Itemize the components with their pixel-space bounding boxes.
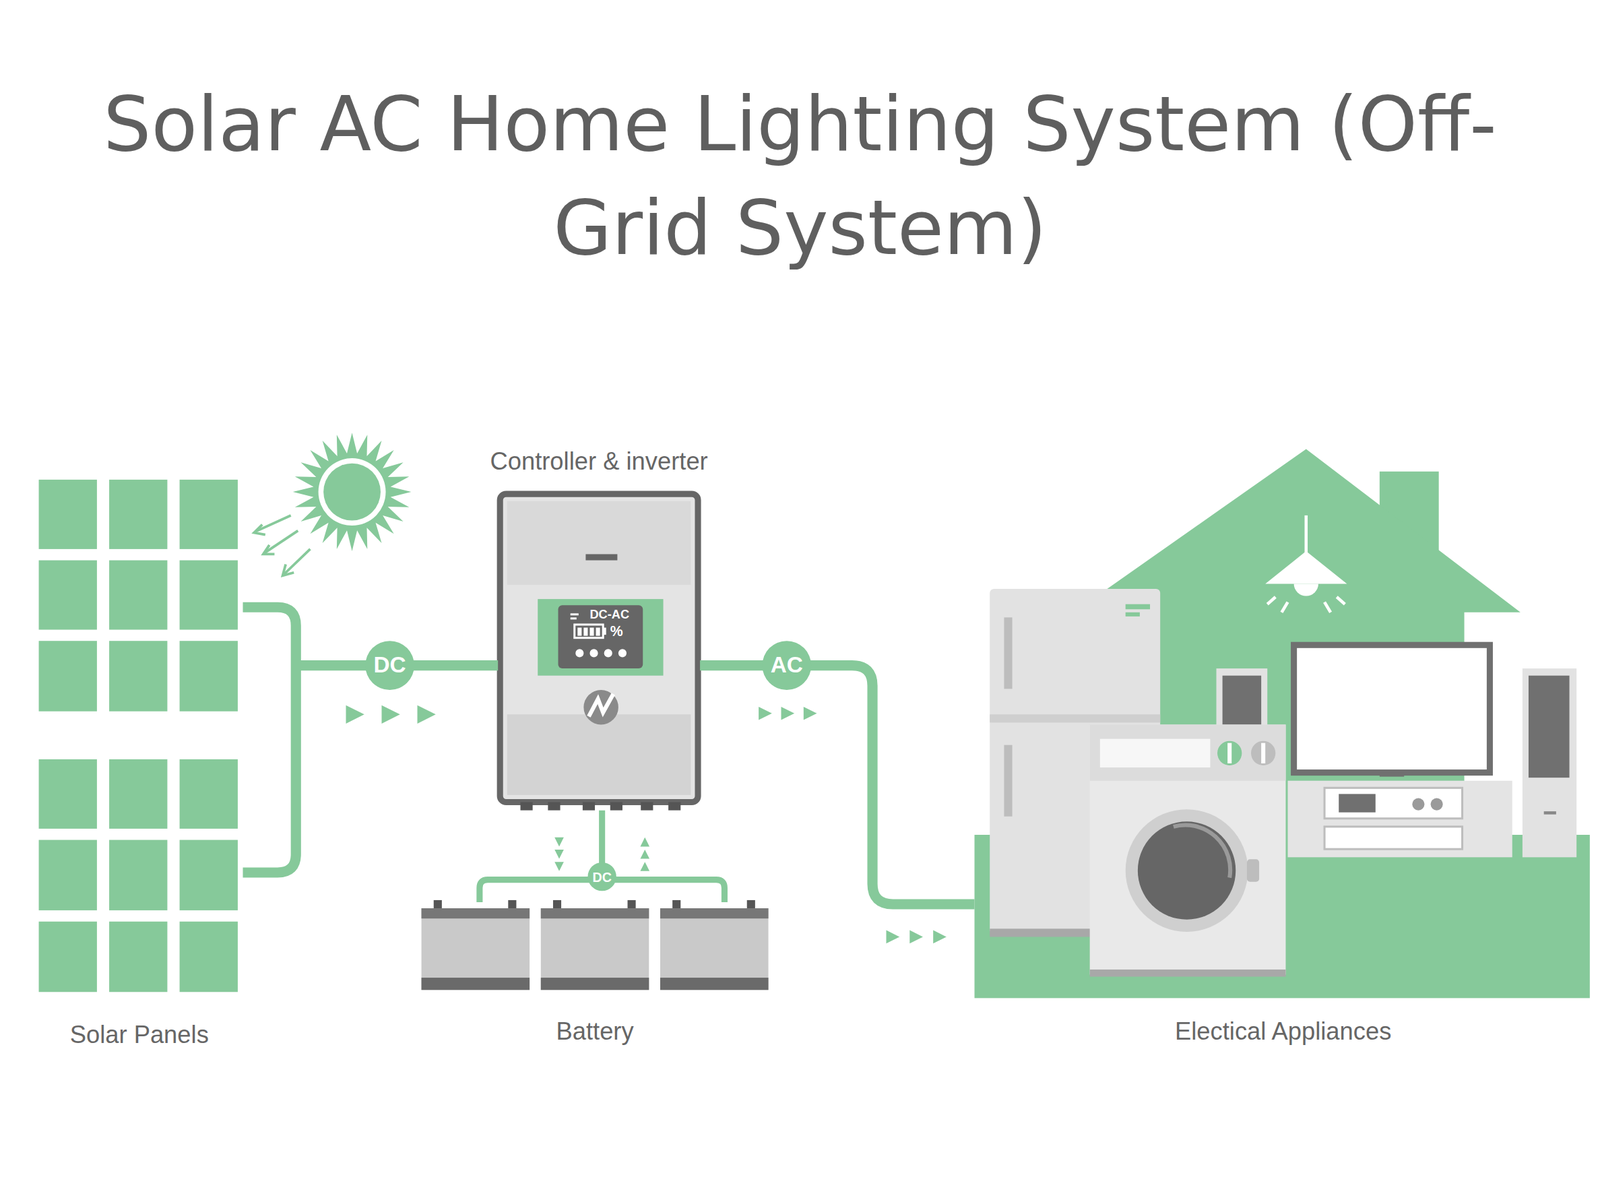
node-label: Controller & inverter: [489, 446, 708, 475]
flow-arrowhead: [554, 849, 564, 859]
flow-arrowhead: [554, 837, 564, 847]
ceiling-lamp: [1265, 515, 1347, 613]
house: [974, 448, 1590, 998]
solar-panel-cells: [39, 479, 238, 992]
flow-arrowhead: [758, 706, 773, 721]
current-type-badge: DC: [365, 640, 415, 690]
sunlight-arrows: [253, 515, 310, 576]
power-wire: [699, 665, 975, 944]
television: [1288, 644, 1513, 857]
flow-arrowhead: [885, 930, 900, 944]
battery-bank: [421, 900, 769, 990]
current-type-badge: DC: [587, 862, 616, 891]
inverter-housing: [499, 493, 698, 811]
appliance-group: Electical Appliances: [974, 581, 1592, 1046]
wire-path: [699, 665, 975, 905]
node-label: Electical Appliances: [1174, 1017, 1392, 1046]
screen-mode-text: DC-AC: [589, 606, 630, 622]
flow-arrowhead: [640, 849, 650, 859]
flow-arrowhead: [381, 705, 400, 724]
node-label: Solar Panels: [70, 1020, 209, 1049]
flow-arrowhead: [640, 861, 650, 872]
washing-machine: [1090, 724, 1287, 977]
screen-percent-text: %: [610, 622, 624, 639]
solar-panel-array: Solar Panels: [35, 477, 243, 1049]
current-type-badge: AC: [761, 640, 812, 690]
sun-icon: [293, 432, 412, 552]
diagram-title: Solar AC Home Lighting System (Off-Grid …: [45, 71, 1556, 280]
battery-bank-node: Battery: [421, 898, 769, 1047]
flow-arrowhead: [554, 861, 564, 872]
wire-path: [242, 606, 498, 873]
flow-arrowhead: [417, 705, 436, 724]
flow-arrowhead: [909, 930, 923, 944]
flow-arrowhead: [345, 705, 364, 724]
flow-arrowhead: [640, 837, 650, 847]
inverter-box: Controller & inverter: [497, 491, 700, 804]
node-label: Battery: [555, 1017, 634, 1046]
flow-arrowhead: [780, 706, 795, 721]
flow-arrowhead: [803, 706, 818, 721]
flow-arrowhead: [933, 930, 947, 944]
power-wire: [242, 606, 498, 873]
